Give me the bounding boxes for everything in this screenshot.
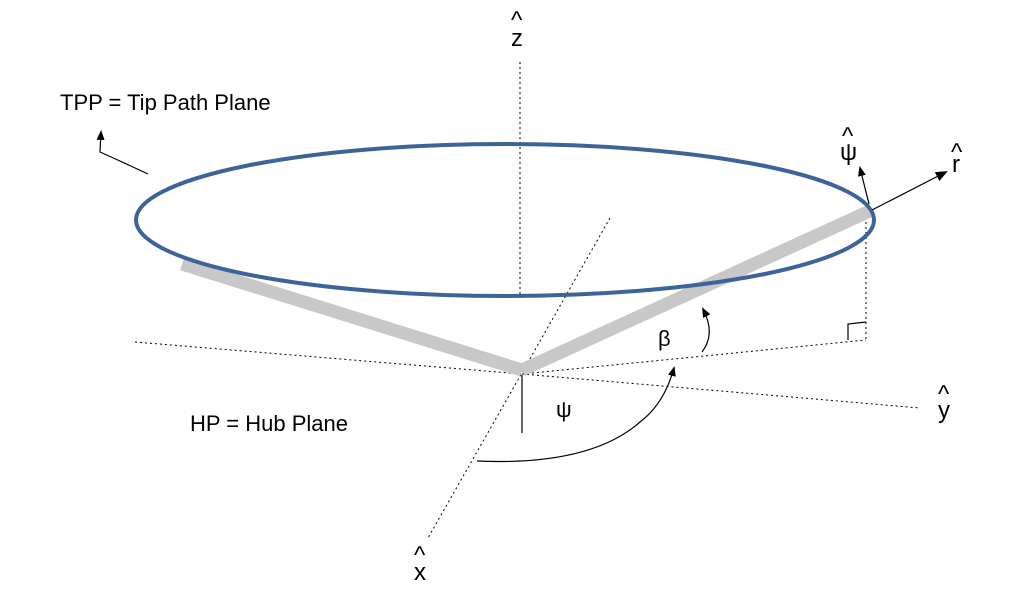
x-axis-line: [427, 217, 611, 539]
tpp-label: TPP = Tip Path Plane: [60, 90, 271, 115]
tip-path-ellipse: [134, 142, 876, 298]
r-vector-hat: ^: [951, 139, 963, 166]
psi-vector-hat: ^: [842, 123, 854, 150]
psi-angle-label: ψ: [556, 397, 572, 422]
psi-vector-label: ψ: [840, 139, 857, 166]
right-angle-marker: [847, 321, 867, 340]
r-vector-label: r: [952, 151, 960, 178]
z-axis-hat: ^: [511, 7, 523, 34]
z-axis-label: z: [511, 25, 523, 52]
y-axis-hat: ^: [938, 381, 950, 408]
psi-angle-arrow: [476, 366, 676, 463]
psi-vector-arrow: [858, 166, 870, 205]
beta-angle-arc: [701, 307, 711, 353]
blade-right: [519, 204, 875, 376]
hp-label: HP = Hub Plane: [190, 411, 348, 436]
r-vector-arrow: [871, 171, 948, 211]
y-axis-line: [521, 373, 921, 409]
y-axis-label: y: [938, 397, 950, 424]
tpp-leader-arrow: [96, 130, 149, 175]
x-axis-hat: ^: [414, 542, 426, 569]
blade-left: [180, 257, 524, 377]
beta-angle-label: β: [658, 326, 671, 351]
x-axis-label: x: [414, 559, 426, 586]
